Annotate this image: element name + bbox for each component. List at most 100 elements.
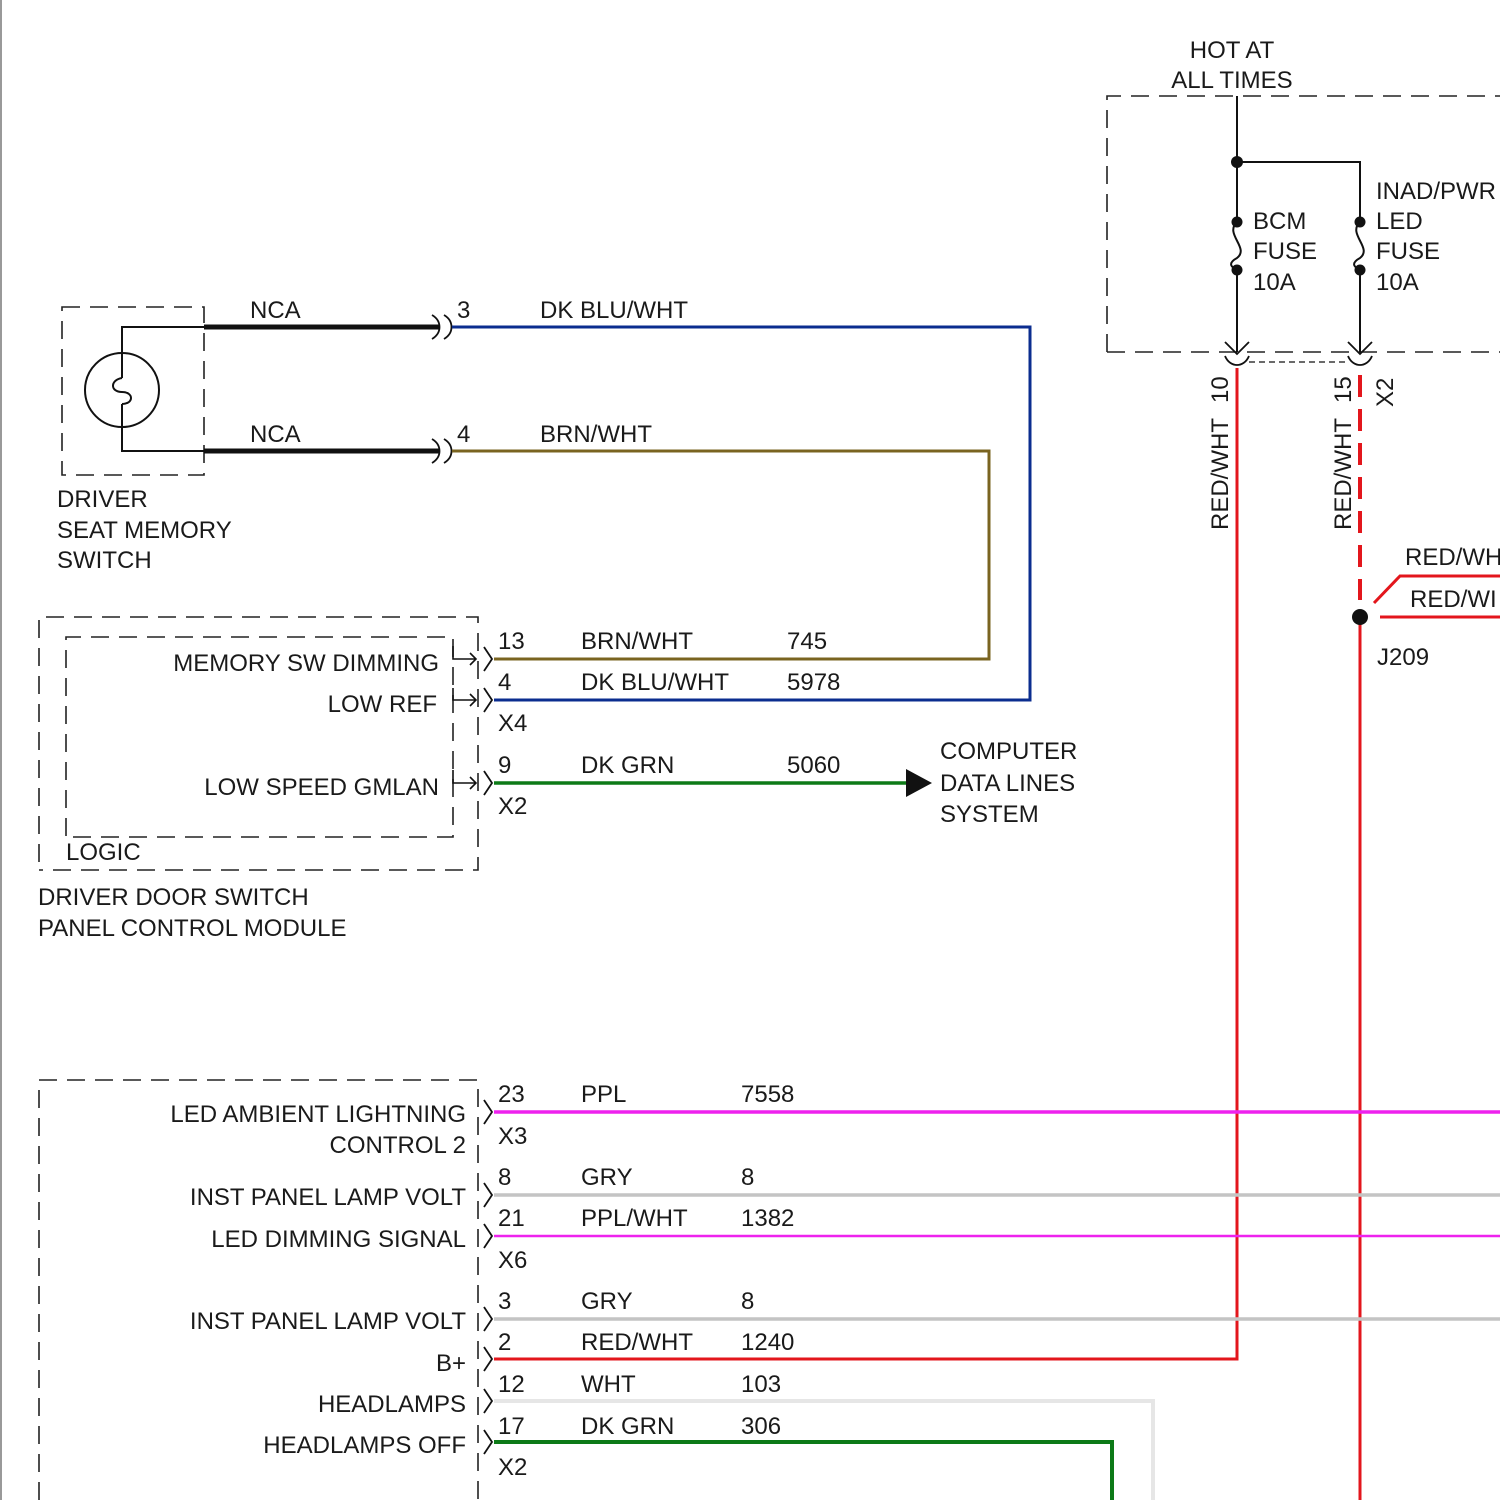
inad-fuse-icon xyxy=(1354,222,1364,270)
door-row2-color: DK BLU/WHT xyxy=(581,669,729,696)
hot-at-label: HOT AT xyxy=(1190,37,1275,64)
door-row2-pin: 4 xyxy=(498,669,511,696)
door-x4-label: X4 xyxy=(498,710,527,737)
bcm-pin21-connector-icon xyxy=(484,1224,492,1248)
left-wire-color-label: RED/WHT xyxy=(1207,418,1234,530)
branch-label-upper: RED/WH xyxy=(1405,544,1500,571)
bcm-row1-color: PPL xyxy=(581,1081,626,1108)
bcm-fuse-icon xyxy=(1231,222,1241,270)
led-ambient-label-2: CONTROL 2 xyxy=(330,1132,466,1159)
seat-switch-outline xyxy=(62,307,204,475)
right-wire-connector-label: X2 xyxy=(1372,378,1399,407)
all-times-label: ALL TIMES xyxy=(1171,67,1292,94)
led-ambient-label-1: LED AMBIENT LIGHTNING xyxy=(170,1101,466,1128)
destination-label-1: COMPUTER xyxy=(940,738,1077,765)
lamp-filament xyxy=(113,378,131,404)
inst-panel-lamp-volt-label-2: INST PANEL LAMP VOLT xyxy=(190,1308,466,1335)
pin4-input-symbol xyxy=(453,688,476,706)
seat-switch-name-3: SWITCH xyxy=(57,547,152,574)
bcm-x2-label: X2 xyxy=(498,1454,527,1481)
door-row3-color: DK GRN xyxy=(581,752,674,779)
bcm-row6-color: WHT xyxy=(581,1371,636,1398)
seat-switch-name-1: DRIVER xyxy=(57,486,148,513)
low-ref-label: LOW REF xyxy=(328,691,437,718)
bcm-row7-color: DK GRN xyxy=(581,1413,674,1440)
bcm-pin23-connector-icon xyxy=(484,1100,492,1124)
door-row1-pin: 13 xyxy=(498,628,525,655)
bcm-row5-pin: 2 xyxy=(498,1329,511,1356)
bcm-row7-circuit: 306 xyxy=(741,1413,781,1440)
bcm-row3-color: PPL/WHT xyxy=(581,1205,688,1232)
headlamps-label: HEADLAMPS xyxy=(318,1391,466,1418)
door-module-name-2: PANEL CONTROL MODULE xyxy=(38,915,347,942)
inad-fuse-label-3: FUSE xyxy=(1376,238,1440,265)
bcm-row1-circuit: 7558 xyxy=(741,1081,794,1108)
bcm-block: LED AMBIENT LIGHTNING CONTROL 2 INST PAN… xyxy=(39,1080,1500,1500)
branch-label-lower: RED/WI xyxy=(1410,586,1497,613)
bcm-fuse-label-2: FUSE xyxy=(1253,238,1317,265)
bcm-x6-label: X6 xyxy=(498,1247,527,1274)
bcm-row4-color: GRY xyxy=(581,1288,633,1315)
nca-label-1: NCA xyxy=(250,297,301,324)
pin13-input-symbol xyxy=(453,646,476,665)
destination-label-2: DATA LINES xyxy=(940,770,1075,797)
bcm-row2-pin: 8 xyxy=(498,1164,511,1191)
bcm-row4-circuit: 8 xyxy=(741,1288,754,1315)
bcm-row5-circuit: 1240 xyxy=(741,1329,794,1356)
power-bus xyxy=(1237,96,1360,222)
bcm-row5-color: RED/WHT xyxy=(581,1329,693,1356)
fuse-block: HOT AT ALL TIMES BCM FUSE 10A INAD/PWR L… xyxy=(1107,37,1500,365)
bcm-row6-circuit: 103 xyxy=(741,1371,781,1398)
pin9-io-symbol xyxy=(453,770,476,789)
right-wire-color-label: RED/WHT xyxy=(1330,418,1357,530)
bcm-row2-circuit: 8 xyxy=(741,1164,754,1191)
pin9-connector-icon xyxy=(484,771,492,795)
bcm-fuse-label-3: 10A xyxy=(1253,269,1296,296)
seat-wire1-color: DK BLU/WHT xyxy=(540,297,688,324)
door-row2-circuit: 5978 xyxy=(787,669,840,696)
nca-label-2: NCA xyxy=(250,421,301,448)
pin4-connector-icon xyxy=(484,688,492,712)
door-row1-color: BRN/WHT xyxy=(581,628,693,655)
bcm-row1-pin: 23 xyxy=(498,1081,525,1108)
bcm-row3-pin: 21 xyxy=(498,1205,525,1232)
low-speed-gmlan-label: LOW SPEED GMLAN xyxy=(204,774,439,801)
seat-wire2-color: BRN/WHT xyxy=(540,421,652,448)
seat-pin4-label: 4 xyxy=(457,421,470,448)
destination-label-3: SYSTEM xyxy=(940,801,1039,828)
bcm-pin17-connector-icon xyxy=(484,1430,492,1454)
seat-switch-name-2: SEAT MEMORY xyxy=(57,517,232,544)
bcm-pin8-connector-icon xyxy=(484,1183,492,1207)
brn-wht-wire xyxy=(452,451,989,659)
bcm-pin3-connector-icon xyxy=(484,1307,492,1331)
lamp-lead-bottom xyxy=(122,404,204,451)
seat-memory-switch: DRIVER SEAT MEMORY SWITCH NCA NCA 3 4 DK… xyxy=(57,297,1030,700)
bcm-row3-circuit: 1382 xyxy=(741,1205,794,1232)
pin13-connector-icon xyxy=(484,647,492,671)
seat-pin3-label: 3 xyxy=(457,297,470,324)
door-module-name-1: DRIVER DOOR SWITCH xyxy=(38,884,309,911)
headlamps-off-label: HEADLAMPS OFF xyxy=(263,1432,466,1459)
j209-label: J209 xyxy=(1377,644,1429,671)
j209-splice-dot xyxy=(1352,609,1368,625)
logic-label: LOGIC xyxy=(66,839,141,866)
b-plus-label: B+ xyxy=(436,1350,466,1377)
bcm-row7-pin: 17 xyxy=(498,1413,525,1440)
dk-blu-wht-wire xyxy=(452,327,1030,700)
door-row3-circuit: 5060 xyxy=(787,752,840,779)
bcm-x3-label: X3 xyxy=(498,1123,527,1150)
door-row1-circuit: 745 xyxy=(787,628,827,655)
inad-fuse-label-4: 10A xyxy=(1376,269,1419,296)
inst-panel-lamp-volt-label-1: INST PANEL LAMP VOLT xyxy=(190,1184,466,1211)
arrow-right-icon xyxy=(906,769,932,797)
bcm-fuse-label-1: BCM xyxy=(1253,208,1306,235)
lamp-lead-top xyxy=(122,327,204,378)
bcm-row4-pin: 3 xyxy=(498,1288,511,1315)
left-wire-pin-label: 10 xyxy=(1207,376,1234,403)
dk-grn-headlamp-wire xyxy=(494,1442,1112,1500)
inad-fuse-label-1: INAD/PWR xyxy=(1376,178,1496,205)
memory-sw-dimming-label: MEMORY SW DIMMING xyxy=(173,650,439,677)
inad-fuse-label-2: LED xyxy=(1376,208,1423,235)
bcm-pin12-connector-icon xyxy=(484,1389,492,1413)
